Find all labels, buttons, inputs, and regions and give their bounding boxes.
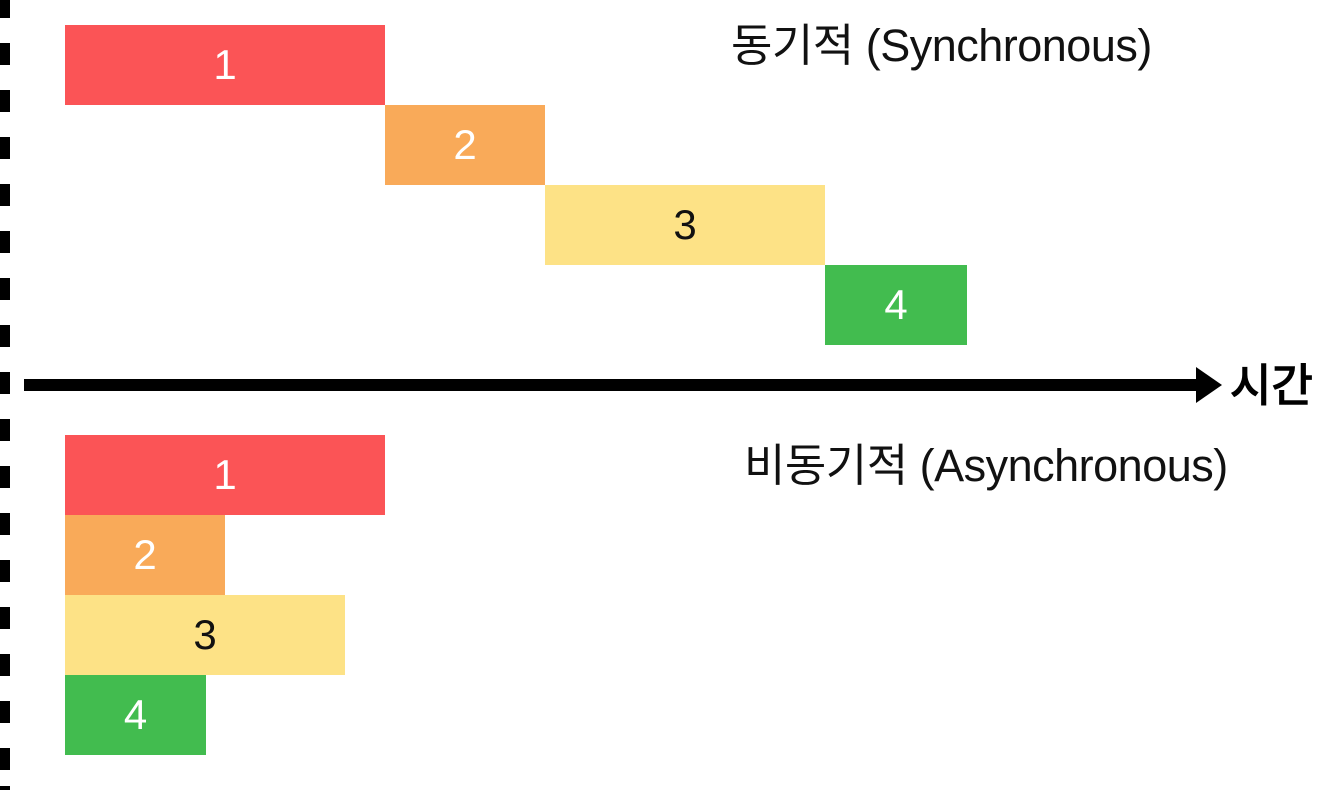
task-bar-sync-2: 2 (385, 105, 545, 185)
task-bar-label: 2 (453, 121, 477, 168)
task-bar-async-1: 1 (65, 435, 385, 515)
task-bar-label: 1 (213, 41, 237, 88)
task-bar-label: 4 (884, 281, 908, 328)
task-bar-label: 2 (133, 531, 157, 578)
async-section-title: 비동기적 (Asynchronous) (744, 440, 1228, 491)
task-bar-label: 3 (193, 611, 217, 658)
task-bar-async-3: 3 (65, 595, 345, 675)
timeline-start-dashed-line (0, 0, 10, 790)
task-bar-sync-1: 1 (65, 25, 385, 105)
task-bar-async-2: 2 (65, 515, 225, 595)
sync-section-title: 동기적 (Synchronous) (731, 20, 1152, 71)
task-bar-label: 3 (673, 201, 697, 248)
task-bar-sync-4: 4 (825, 265, 967, 345)
task-bar-async-4: 4 (65, 675, 206, 755)
task-bar-label: 1 (213, 451, 237, 498)
task-bar-label: 4 (123, 691, 148, 738)
time-axis-label: 시간 (1230, 360, 1313, 411)
time-axis-line (24, 379, 1198, 391)
time-axis-arrowhead-icon (1196, 367, 1222, 403)
task-bar-sync-3: 3 (545, 185, 825, 265)
